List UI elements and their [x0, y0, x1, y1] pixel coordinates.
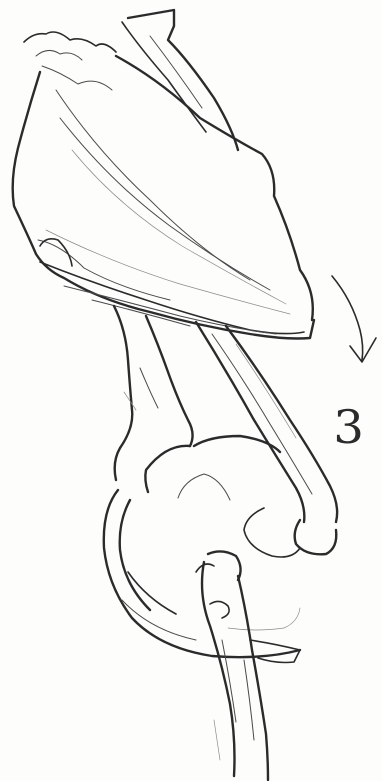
muscle-belly [13, 56, 314, 339]
joint-knob [145, 436, 336, 557]
right-tendon [196, 322, 337, 522]
lower-bands [40, 262, 304, 334]
left-shaft [114, 306, 193, 480]
figure-number: 3 [333, 404, 364, 450]
curved-arrow-down-icon [332, 276, 376, 362]
upper-tendon [122, 10, 238, 150]
bottom-stalk [202, 562, 268, 780]
